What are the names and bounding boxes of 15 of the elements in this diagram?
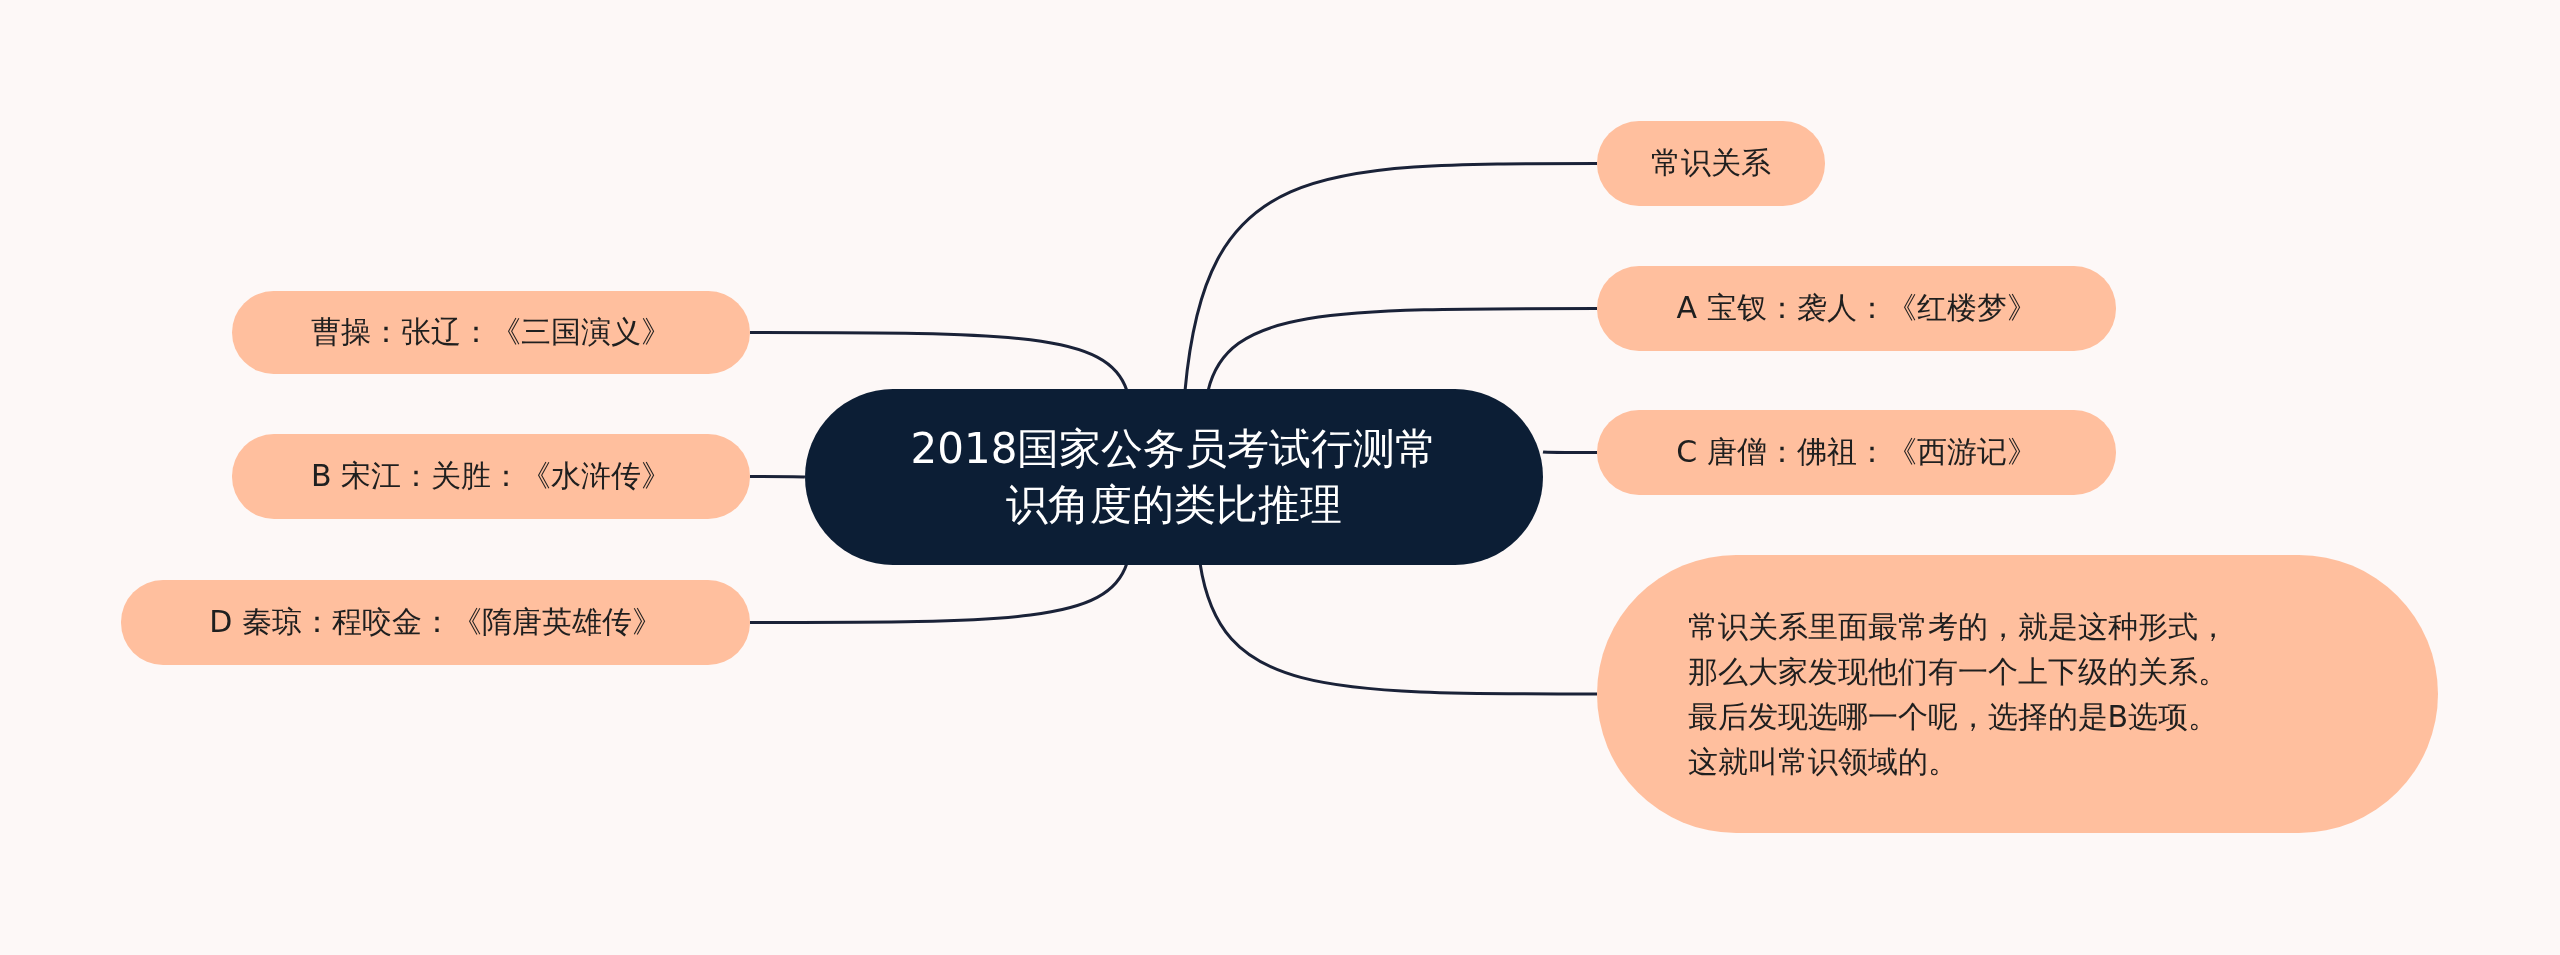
central-topic-box: 2018国家公务员考试行测常识角度的类比推理 [805,389,1543,565]
connector-line [750,331,1129,392]
topic-box: D 秦琼：程咬金：《隋唐英雄传》 [121,580,750,665]
topic-box: A 宝钗：袭人：《红楼梦》 [1597,266,2116,351]
connector-line [1206,307,1597,392]
connector-line [750,562,1129,624]
topic-box: 曹操：张辽：《三国演义》 [232,291,750,374]
note-box: 常识关系里面最常考的，就是这种形式，那么大家发现他们有一个上下级的关系。最后发现选哪一个呢，选择的是B选项。这就叫常识领域的。 [1597,555,2438,833]
topic-box: 常识关系 [1597,121,1825,206]
connector-line [1198,562,1597,696]
connector-line [1183,162,1597,392]
connector-line [750,475,806,479]
topic-box: C 唐僧：佛祖：《西游记》 [1597,410,2116,495]
connector-line [1542,450,1597,454]
topic-box: B 宋江：关胜：《水浒传》 [232,434,750,519]
